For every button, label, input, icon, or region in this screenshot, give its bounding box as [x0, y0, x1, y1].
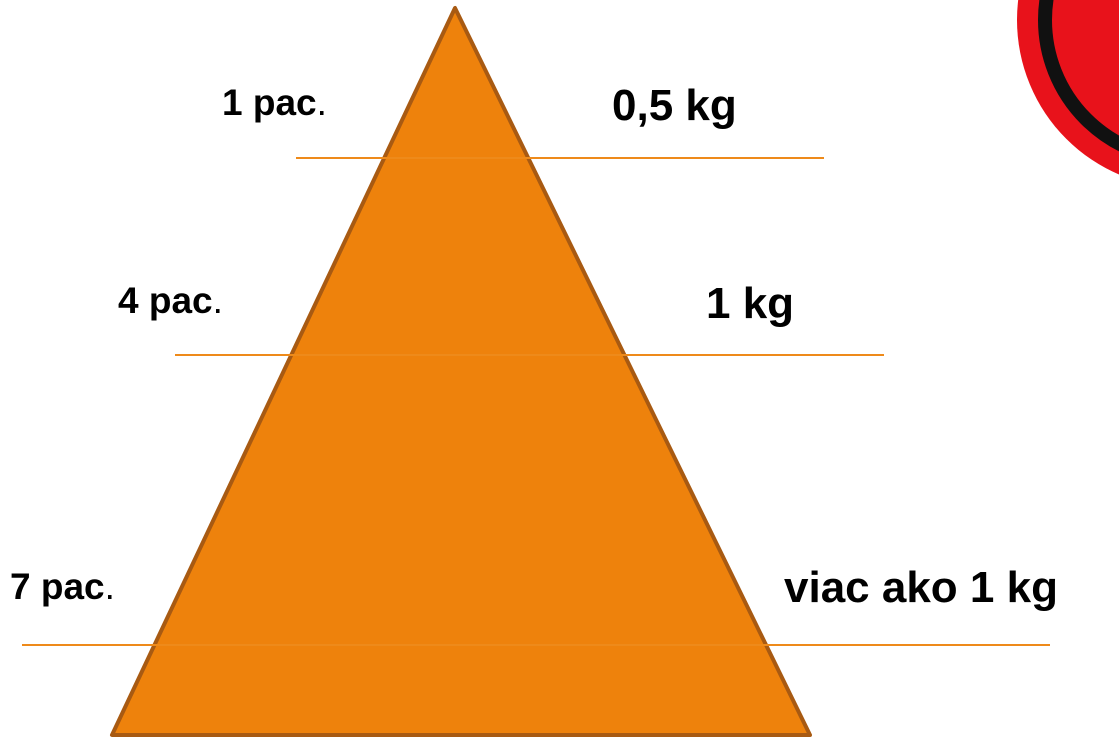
weight-label-level-3: viac ako 1 kg	[784, 563, 1058, 612]
logo-black-ring	[1038, 0, 1119, 152]
logo-inner-red	[1053, 0, 1119, 135]
patients-text: 4 pac	[118, 280, 213, 321]
weight-label-level-2: 1 kg	[706, 279, 795, 328]
patients-label-level-3: 7 pac.	[10, 568, 115, 605]
patients-text: 1 pac	[222, 82, 317, 123]
patients-label-level-2: 4 pac.	[118, 282, 223, 319]
pyramid-triangle	[110, 6, 812, 737]
weight-label-level-1: 0,5 kg	[612, 81, 737, 130]
logo-circle-icon	[1017, 0, 1119, 175]
period-mark: .	[316, 82, 327, 123]
patients-text: 7 pac	[10, 566, 105, 607]
period-mark: .	[212, 280, 223, 321]
period-mark: .	[104, 566, 115, 607]
patients-label-level-1: 1 pac.	[222, 84, 327, 121]
